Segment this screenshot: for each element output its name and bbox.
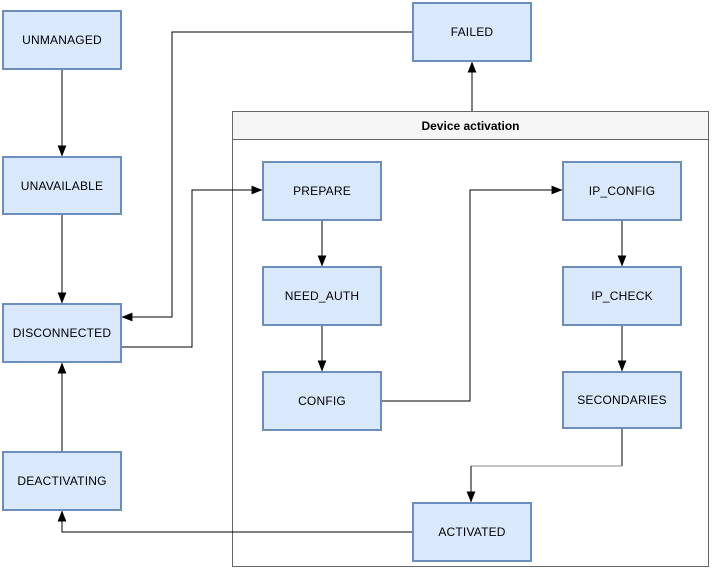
state-node-failed: FAILED: [412, 2, 532, 62]
device-activation-header: Device activation: [233, 112, 708, 140]
edge-config-to-ip_config: [382, 185, 563, 402]
state-node-deactivating: DEACTIVATING: [2, 451, 122, 511]
edge-disconnected-to-prepare: [122, 185, 263, 348]
state-node-unmanaged: UNMANAGED: [2, 10, 122, 70]
state-node-disconnected: DISCONNECTED: [2, 303, 122, 363]
state-node-ip_config: IP_CONFIG: [562, 161, 682, 221]
device-activation-container: Device activation: [232, 111, 709, 567]
state-node-ip_check: IP_CHECK: [562, 266, 682, 326]
state-node-unavailable: UNAVAILABLE: [2, 156, 122, 215]
state-node-secondaries: SECONDARIES: [562, 371, 682, 429]
state-node-config: CONFIG: [262, 371, 382, 431]
edge-activated-to-deactivating: [57, 510, 412, 533]
state-node-prepare: PREPARE: [262, 161, 382, 221]
device-activation-title: Device activation: [421, 118, 520, 133]
edge-failed-to-disconnected: [121, 31, 412, 322]
state-node-need_auth: NEED_AUTH: [262, 266, 382, 326]
state-node-activated: ACTIVATED: [412, 502, 532, 562]
